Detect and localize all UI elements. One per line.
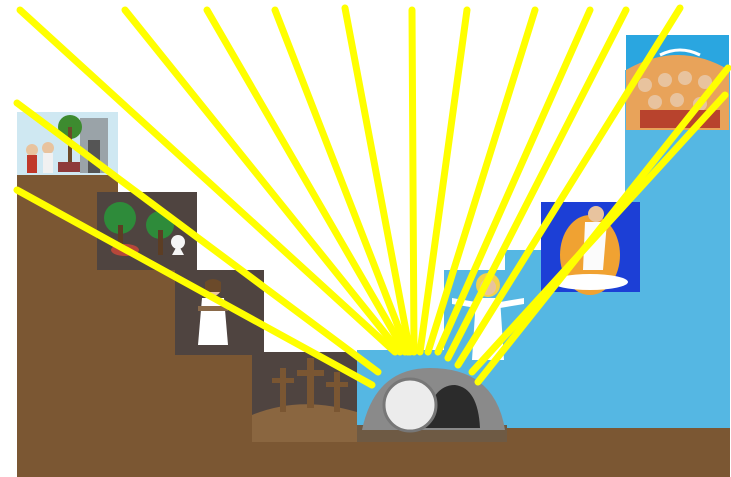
panel-triumphal-entry — [17, 112, 118, 192]
jesus-ascending-cloud-icon — [588, 206, 604, 222]
rolled-stone — [384, 379, 436, 431]
